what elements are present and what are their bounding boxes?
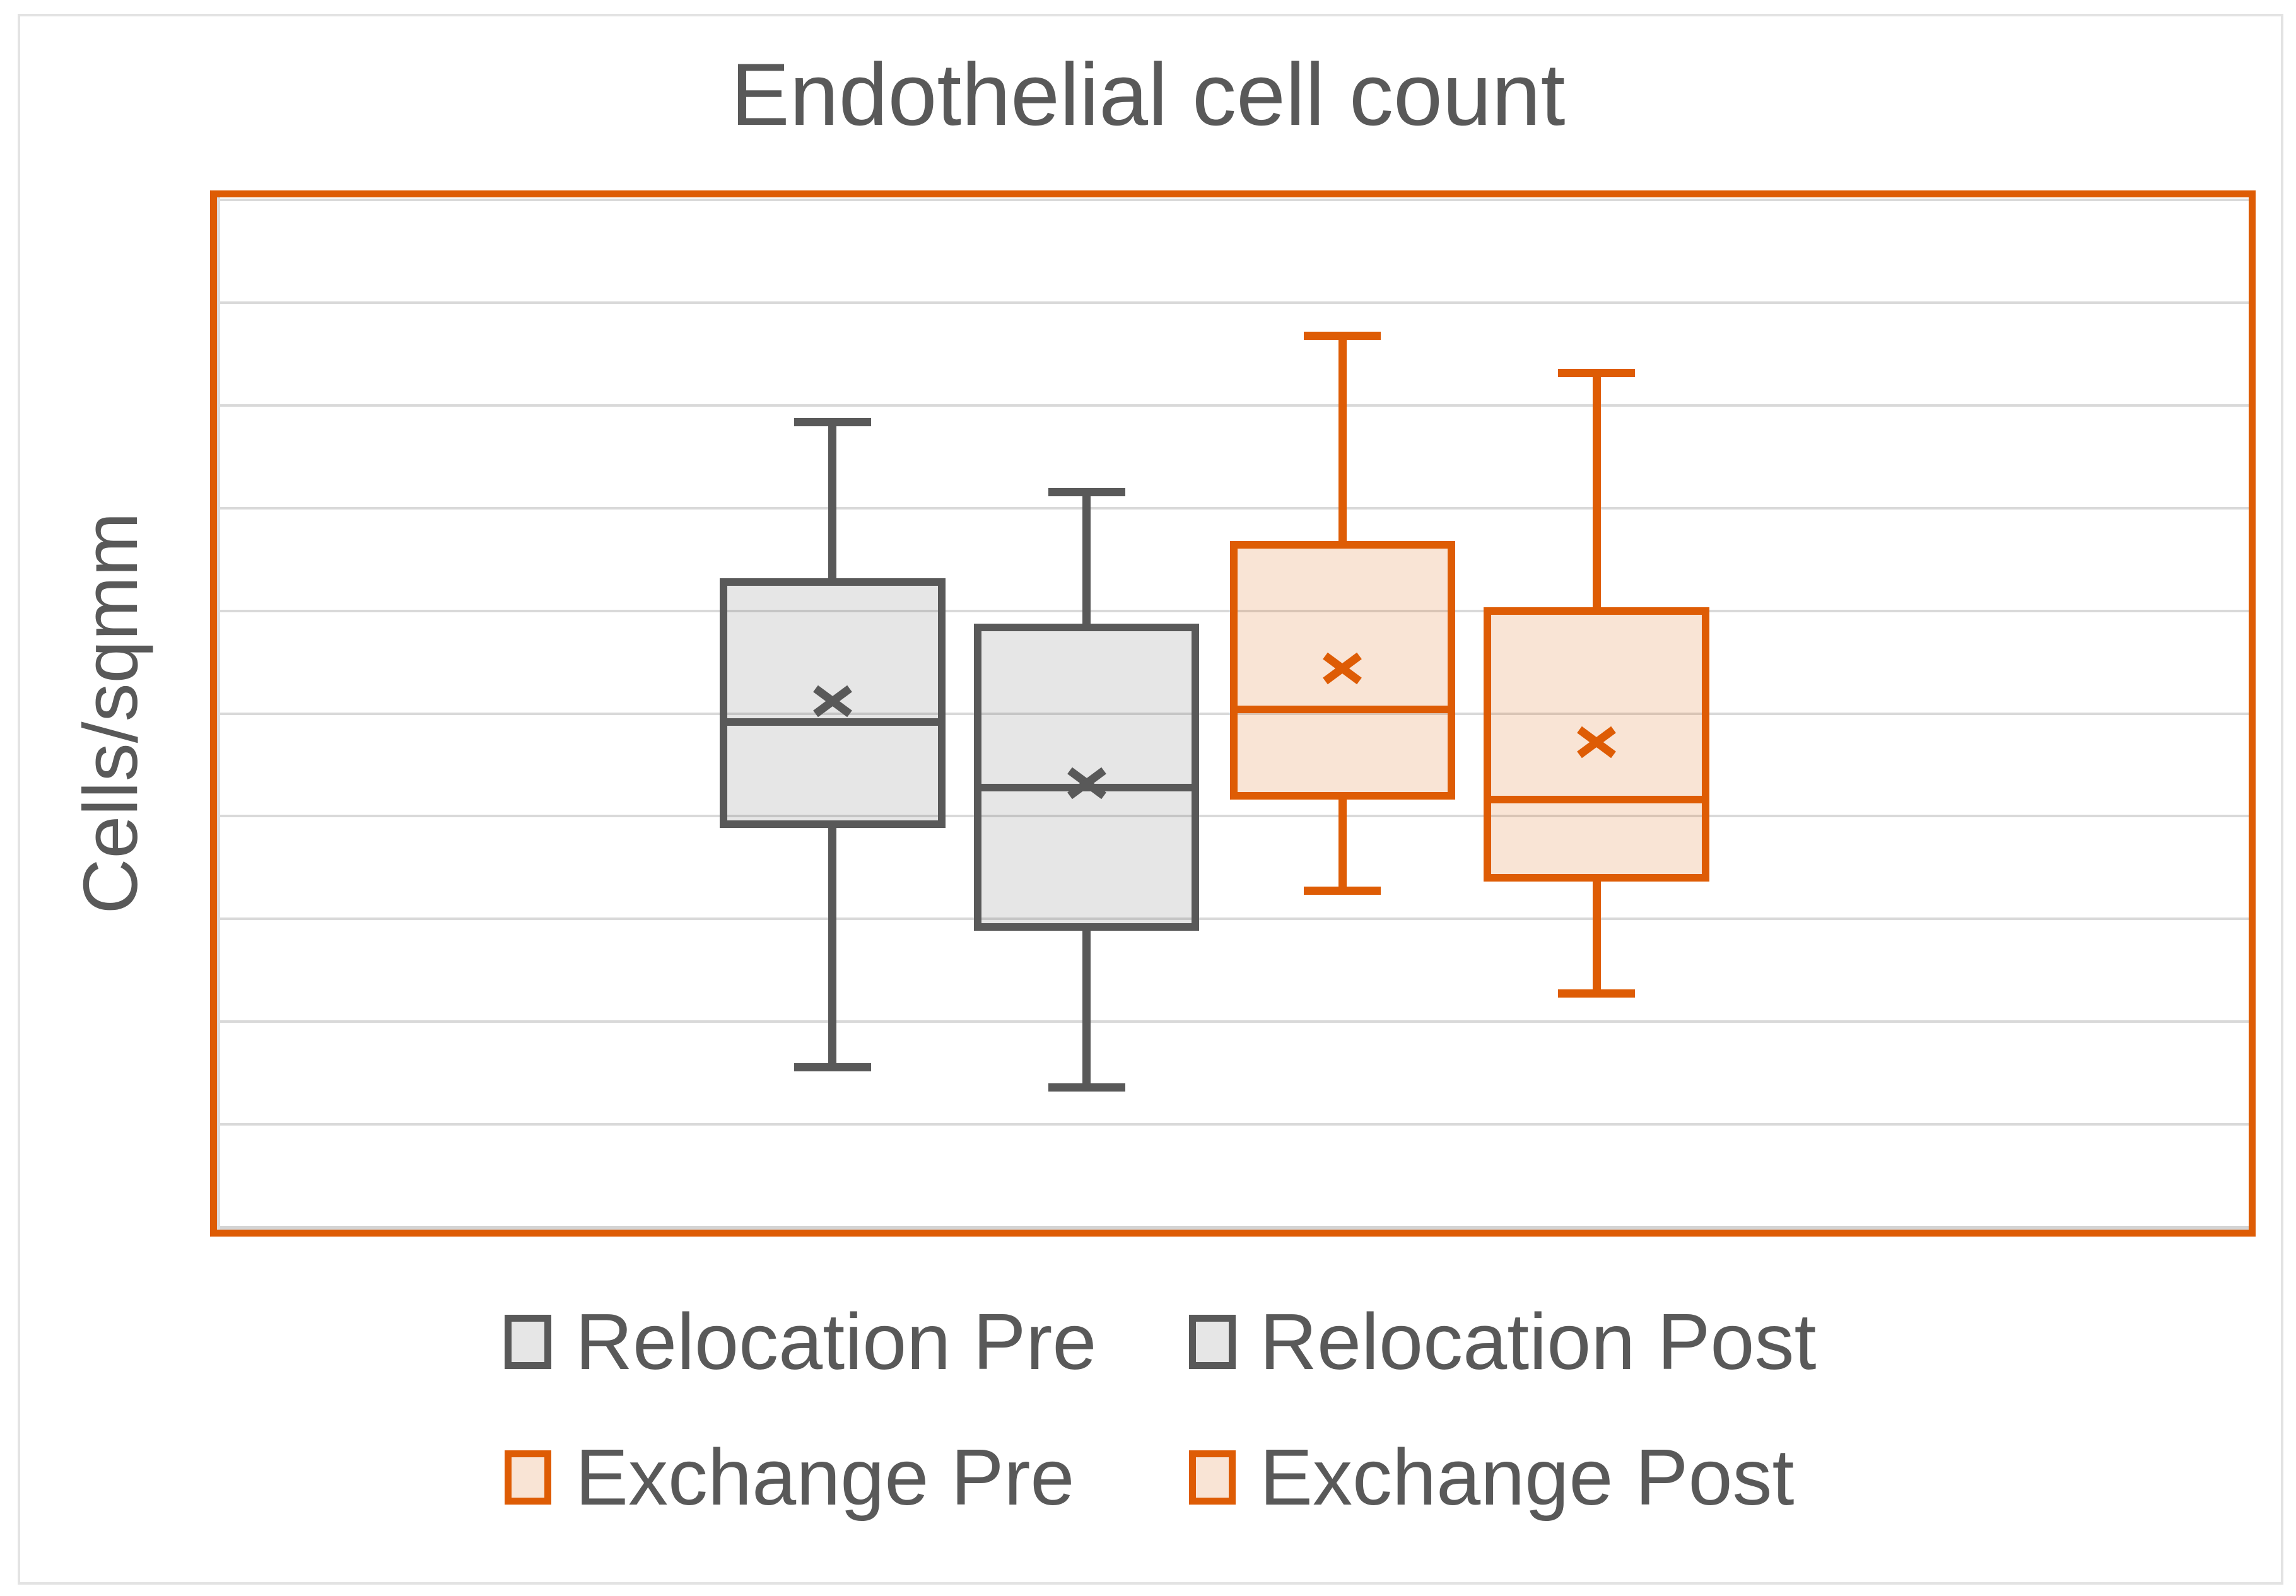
box-marker-icon: [505, 1314, 551, 1369]
whisker-upper-exchange-pre: [1338, 335, 1347, 545]
legend-item-relocation-post: Relocation Post: [1189, 1294, 1817, 1389]
whisker-upper-relocation-pre: [828, 421, 837, 582]
gridline: [217, 1123, 2249, 1126]
y-axis-line: [217, 197, 220, 1230]
box-marker-icon: [1189, 1314, 1236, 1369]
median-line-exchange-post: [1484, 796, 1709, 804]
gridline: [217, 301, 2249, 304]
whisker-upper-exchange-post: [1592, 372, 1601, 611]
whisker-lower-relocation-pre: [828, 824, 837, 1067]
whisker-lower-relocation-post: [1082, 927, 1091, 1088]
gridline: [217, 1226, 2249, 1230]
box-marker-icon: [1189, 1450, 1236, 1505]
median-line-exchange-pre: [1229, 705, 1456, 713]
gridline: [217, 404, 2249, 407]
mean-x-marker-exchange-post: [1576, 726, 1617, 759]
chart-title: Endothelial cell count: [730, 45, 1566, 144]
gridline: [217, 1020, 2249, 1023]
mean-x-marker-relocation-pre: [812, 685, 853, 718]
gridline: [217, 917, 2249, 921]
gridline: [217, 199, 2249, 201]
y-axis-label: Cells/sqmm: [67, 512, 153, 914]
whisker-lower-exchange-post: [1592, 878, 1601, 993]
legend-label: Exchange Pre: [575, 1433, 1075, 1522]
legend-label: Relocation Pre: [575, 1297, 1097, 1386]
plot-area: [210, 190, 2256, 1237]
whisker-cap-lower-relocation-pre: [794, 1063, 871, 1071]
mean-x-marker-exchange-pre: [1321, 652, 1363, 685]
gridline: [217, 506, 2249, 510]
whisker-cap-lower-relocation-post: [1048, 1083, 1125, 1092]
legend-item-relocation-pre: Relocation Pre: [505, 1294, 1189, 1389]
legend: Relocation Pre Relocation Post Exchange …: [505, 1294, 1817, 1525]
median-line-relocation-pre: [720, 718, 946, 726]
outer-frame: [18, 14, 2283, 1585]
whisker-cap-upper-exchange-pre: [1304, 332, 1381, 341]
box-relocation-post: [973, 623, 1200, 931]
box-marker-icon: [505, 1450, 551, 1505]
plot-grid: [217, 197, 2249, 1230]
whisker-cap-upper-relocation-post: [1048, 487, 1125, 496]
legend-label: Relocation Post: [1260, 1297, 1817, 1386]
whisker-upper-relocation-post: [1082, 491, 1091, 627]
mean-x-marker-relocation-post: [1066, 767, 1108, 800]
gridline: [217, 815, 2249, 818]
whisker-lower-exchange-pre: [1338, 795, 1347, 890]
legend-item-exchange-pre: Exchange Pre: [505, 1430, 1189, 1525]
whisker-cap-upper-exchange-post: [1558, 368, 1636, 377]
whisker-cap-upper-relocation-pre: [794, 417, 871, 426]
whisker-cap-lower-exchange-pre: [1304, 886, 1381, 895]
whisker-cap-lower-exchange-post: [1558, 989, 1636, 998]
legend-item-exchange-post: Exchange Post: [1189, 1430, 1817, 1525]
legend-label: Exchange Post: [1260, 1433, 1795, 1522]
